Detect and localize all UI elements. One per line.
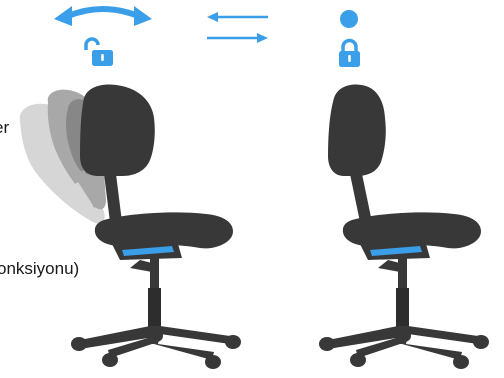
gas-lift-cover	[396, 288, 409, 328]
seat-cushion	[343, 212, 481, 248]
locked-padlock-icon	[339, 41, 360, 67]
tilt-curved-double-arrow-icon	[54, 6, 152, 26]
gas-lift-cover	[148, 288, 161, 328]
office-chair-right	[319, 85, 489, 370]
switch-arrows-icon	[207, 12, 268, 43]
locked-dot-icon	[340, 10, 358, 28]
backrest-support	[350, 174, 372, 222]
text-fragment-bottom: onksiyonu)	[0, 259, 79, 279]
unlocked-padlock-icon	[86, 39, 113, 66]
office-chair-left	[71, 85, 241, 370]
text-fragment-top: er	[0, 118, 9, 138]
backrest	[328, 85, 386, 177]
backrest-support	[104, 174, 122, 222]
backrest	[80, 85, 155, 177]
seat-cushion	[95, 212, 233, 248]
